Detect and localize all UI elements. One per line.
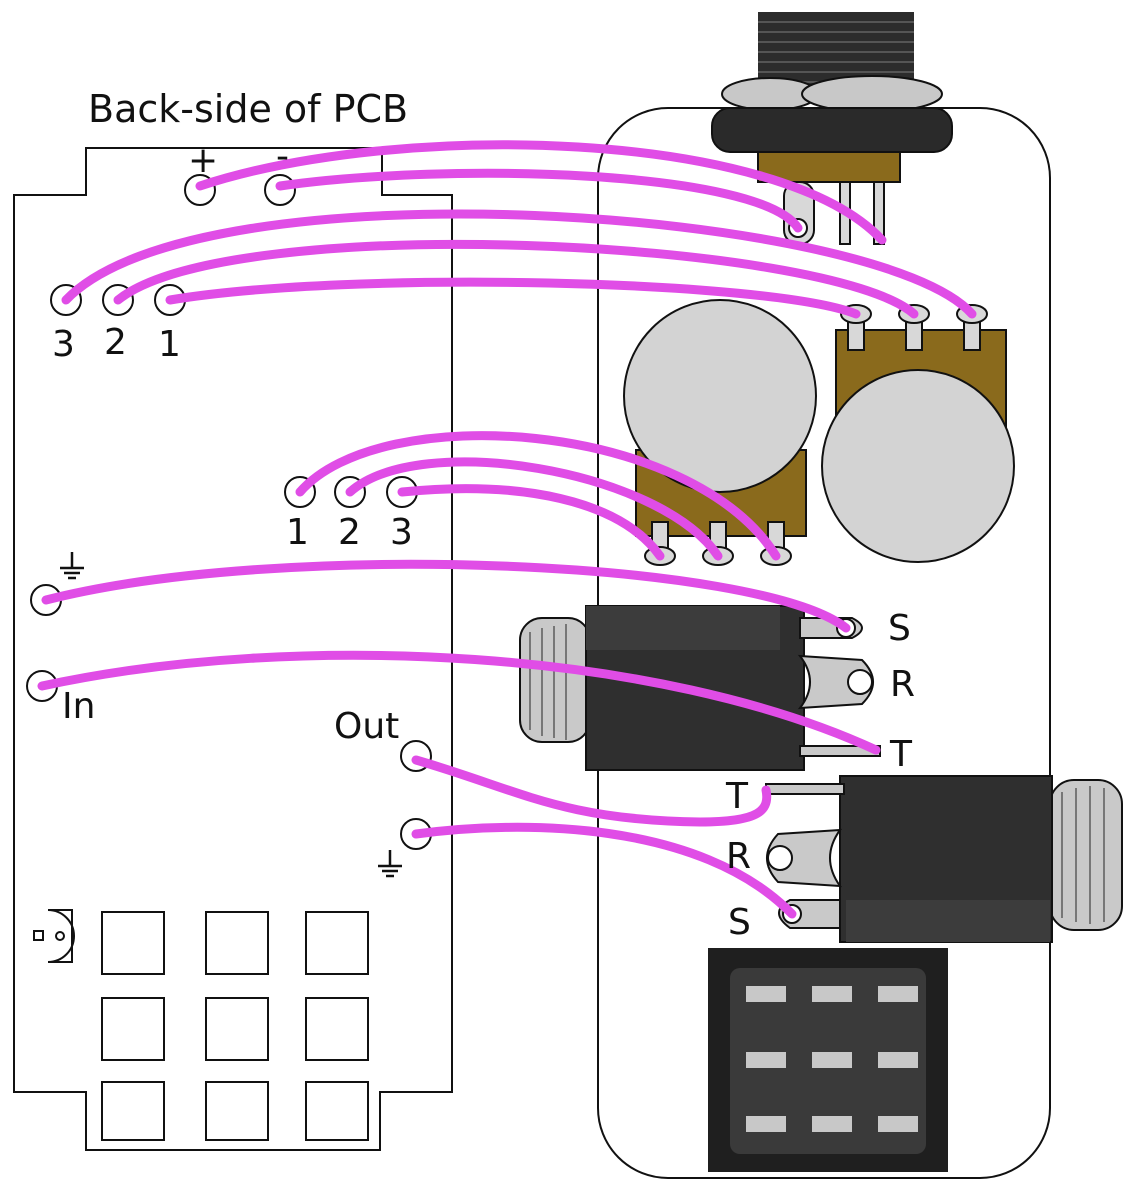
wire-input-sleeve: [41, 559, 851, 633]
pcb-footswitch-pads: [101, 911, 369, 1141]
wire-pot-a-2: [113, 239, 919, 319]
wires: [37, 140, 977, 919]
potentiometer-b: [623, 299, 817, 566]
label-power-minus: -: [276, 136, 289, 177]
wire-output-tip: [411, 755, 772, 827]
label-output: Out: [334, 706, 399, 747]
label-power-plus: +: [188, 140, 218, 181]
led-pad: [33, 909, 75, 963]
wire-power-plus: [195, 140, 887, 245]
dc-power-jack: [711, 12, 953, 245]
ground-symbol-icon: [378, 850, 402, 878]
pcb-outline: [13, 147, 453, 1151]
wire-output-sleeve: [411, 822, 797, 919]
potentiometer-a: [821, 304, 1015, 563]
wire-power-minus: [275, 168, 803, 233]
pcb-title: Back-side of PCB: [88, 87, 408, 131]
label-pot-b-2: 2: [338, 512, 361, 553]
wire-pot-b-2: [345, 457, 723, 561]
label-pot-b-3: 3: [390, 512, 413, 553]
label-pot-a-3: 3: [52, 324, 75, 365]
label-output-sleeve: S: [728, 902, 751, 943]
label-output-tip: T: [725, 776, 749, 817]
label-output-ring: R: [726, 836, 751, 877]
wire-pot-b-1: [295, 431, 781, 561]
output-jack: [765, 775, 1123, 943]
label-pot-b-1: 1: [286, 512, 309, 553]
wire-input-tip: [37, 650, 881, 755]
label-input-sleeve: S: [888, 608, 911, 649]
label-input-ring: R: [890, 664, 915, 705]
ground-symbol-icon: [60, 552, 84, 580]
label-input-tip: T: [889, 734, 913, 775]
label-input: In: [62, 686, 95, 727]
label-pot-a-2: 2: [104, 322, 127, 363]
wire-pot-a-1: [165, 277, 861, 319]
label-pot-a-1: 1: [158, 324, 181, 365]
wire-pot-b-3: [397, 484, 665, 561]
wire-pot-a-3: [61, 209, 977, 319]
footswitch: [708, 948, 948, 1172]
